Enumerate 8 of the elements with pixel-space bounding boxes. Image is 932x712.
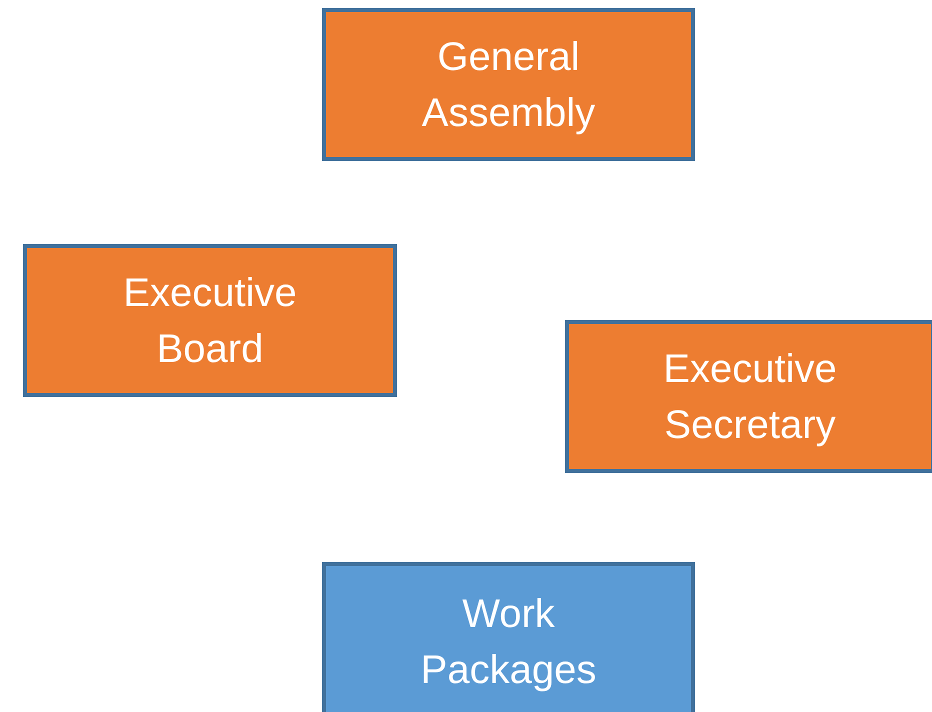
box-label: Work Packages <box>420 591 598 694</box>
process-box <box>565 320 932 473</box>
process-box <box>23 244 397 397</box>
process-box <box>322 8 695 161</box>
box-label: Executive Board <box>122 270 298 372</box>
process-box <box>322 562 695 712</box>
box-label: General Assembly <box>420 34 596 136</box>
box-label: Executive Secretary <box>662 346 838 448</box>
